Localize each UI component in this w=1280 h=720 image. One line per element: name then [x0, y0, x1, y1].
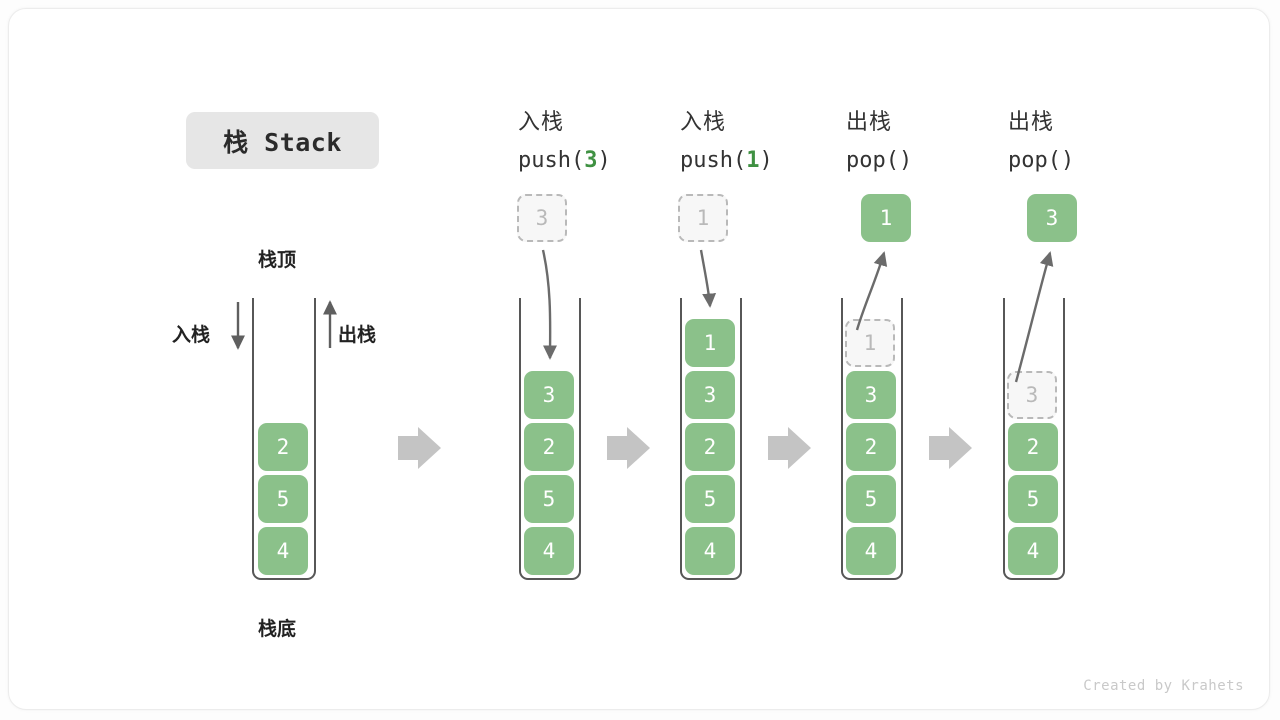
stack-cell: 1	[685, 319, 735, 367]
stack-cell: 4	[258, 527, 308, 575]
stack-cell: 5	[685, 475, 735, 523]
stack-cell: 3	[524, 371, 574, 419]
stack-cell: 5	[1008, 475, 1058, 523]
stack-container-push-1	[680, 298, 742, 580]
stack-container-pop-1	[841, 298, 903, 580]
stack-container-initial	[252, 298, 316, 580]
stack-cell: 2	[258, 423, 308, 471]
stack-container-push-3	[519, 298, 581, 580]
stack-cell: 3	[846, 371, 896, 419]
stack-cell: 2	[1008, 423, 1058, 471]
column-header-value: 3	[584, 148, 598, 173]
label-stack-bottom: 栈底	[258, 618, 297, 640]
floating-cell-ghost: 1	[678, 194, 728, 242]
column-header-value: 1	[746, 148, 760, 173]
diagram-title-chip: 栈 Stack	[186, 112, 379, 169]
stack-cell-ghost: 1	[845, 319, 895, 367]
column-header-cn: 入栈	[518, 110, 565, 135]
stack-container-pop-3	[1003, 298, 1065, 580]
column-header-push-3: 入栈 push(3)	[518, 104, 698, 180]
stack-cell: 4	[524, 527, 574, 575]
column-header-cn: 出栈	[1008, 110, 1055, 135]
stack-cell: 2	[846, 423, 896, 471]
column-header-cn: 入栈	[680, 110, 727, 135]
floating-cell-popped: 1	[861, 194, 911, 242]
label-pop-side: 出栈	[338, 324, 377, 346]
column-header-op: push(3)	[518, 148, 611, 173]
column-header-push-1: 入栈 push(1)	[680, 104, 860, 180]
column-header-op: pop()	[1008, 148, 1075, 173]
stack-cell: 2	[524, 423, 574, 471]
label-stack-top: 栈顶	[258, 249, 297, 271]
stack-cell: 5	[524, 475, 574, 523]
column-header-op: pop()	[846, 148, 913, 173]
stack-cell: 4	[685, 527, 735, 575]
stack-cell: 4	[1008, 527, 1058, 575]
column-header-pop-1: 出栈 pop()	[846, 104, 1026, 180]
stack-cell: 4	[846, 527, 896, 575]
stack-cell: 3	[685, 371, 735, 419]
stack-cell: 2	[685, 423, 735, 471]
label-push-side: 入栈	[172, 324, 211, 346]
stack-cell: 5	[258, 475, 308, 523]
floating-cell-ghost: 3	[517, 194, 567, 242]
stack-cell: 5	[846, 475, 896, 523]
credit-text: Created by Krahets	[1083, 678, 1244, 694]
floating-cell-popped: 3	[1027, 194, 1077, 242]
column-header-cn: 出栈	[846, 110, 893, 135]
stack-cell-ghost: 3	[1007, 371, 1057, 419]
page-title: 栈 Stack	[223, 127, 342, 157]
column-header-pop-3: 出栈 pop()	[1008, 104, 1188, 180]
column-header-op: push(1)	[680, 148, 773, 173]
